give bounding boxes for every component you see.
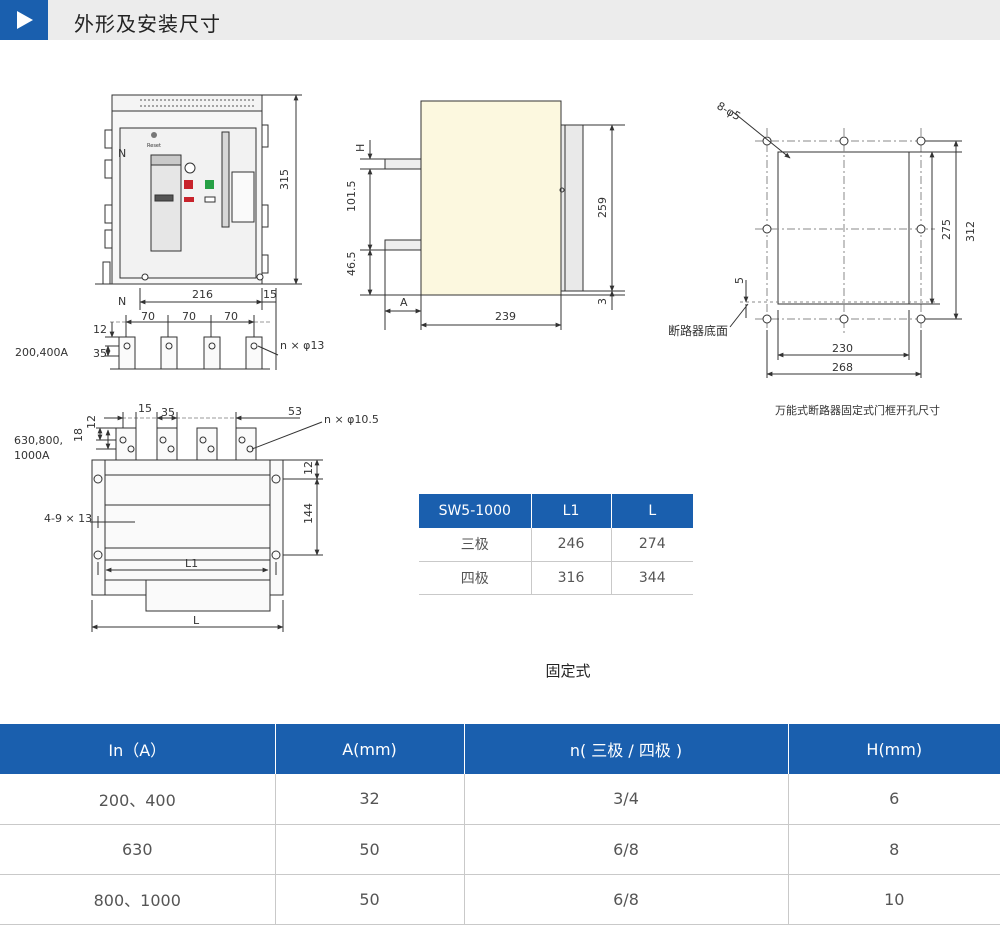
dim-l: L [193,614,200,627]
table-cell: 50 [274,824,464,875]
dim-275: 275 [940,219,953,240]
table-row: 630 50 6/8 8 [0,824,1000,875]
dim-3: 3 [596,298,609,305]
table-cell: 6/8 [463,874,788,925]
dim-12: 12 [93,323,107,336]
page-title: 外形及安装尺寸 [74,12,221,36]
header-marker [0,0,48,40]
table-row: 三极 246 274 [419,528,693,562]
dim-12-right: 12 [302,461,315,475]
fixed-type-caption: 固定式 [545,662,591,680]
section-header: 外形及安装尺寸 [0,0,1000,40]
hole-note-8-5: 8-φ5 [715,99,743,123]
label-reset: Reset [147,143,161,149]
pole-spacing-1: 70 [141,310,155,323]
dim-239: 239 [495,310,516,323]
dim-5: 5 [733,277,746,284]
dim-312: 312 [964,221,977,242]
label-n-bottom: N [118,295,126,308]
dim-15: 15 [263,288,277,301]
table-cell: 630 [0,824,275,875]
table-cell: 6 [787,774,1000,825]
spec-table: In（A） A(mm) n( 三极 / 四极 ) H(mm) 200、400 3… [0,724,1000,925]
table-cell: 8 [787,824,1000,875]
table-cell: 10 [787,874,1000,925]
dim-35-rear: 35 [161,406,175,419]
spec-table-header: H(mm) [787,724,1000,774]
hole-note-10-5: n × φ10.5 [324,413,379,426]
table-cell: 246 [530,528,611,562]
table-cell: 316 [530,561,611,595]
spec-table-header: A(mm) [274,724,464,774]
slot-note: 4-9 × 13 [44,512,92,525]
table-cell: 800、1000 [0,874,275,925]
dim-46-5: 46.5 [345,252,358,277]
table-row: 200、400 32 3/4 6 [0,774,1000,825]
table-cell: 3/4 [463,774,788,825]
dim-216: 216 [192,288,213,301]
front-view [95,94,302,370]
size-table-header: L [610,494,693,528]
pole-spacing-2: 70 [182,310,196,323]
table-cell: 三极 [419,528,531,562]
pole-spacing-3: 70 [224,310,238,323]
table-cell: 274 [610,528,693,562]
dim-101-5: 101.5 [345,181,358,213]
spec-table-header: In（A） [0,724,275,774]
dim-230: 230 [832,342,853,355]
dim-12-rear: 12 [85,415,98,429]
rear-view-labels: 630,800, 1000A 15 35 53 18 12 n × φ10.5 … [14,402,379,627]
table-cell: 344 [610,561,693,595]
table-cell: 50 [274,874,464,925]
dim-a: A [400,296,408,309]
dim-l1: L1 [185,557,198,570]
rating-label-1000: 1000A [14,449,50,462]
side-view [360,100,625,330]
rating-label-200-400: 200,400A [15,346,68,359]
size-table-header: L1 [530,494,611,528]
hole-note-13: n × φ13 [280,339,324,352]
dim-15-rear: 15 [138,402,152,415]
cutout-view [729,111,962,378]
terminal-row-small [105,315,279,370]
dim-h: H [354,144,367,152]
play-arrow-icon [17,11,33,29]
table-row: 800、1000 50 6/8 10 [0,874,1000,925]
dim-315: 315 [278,169,291,190]
side-view-labels: H 101.5 46.5 259 3 A 239 [345,144,609,323]
front-view-labels: N N Reset 315 216 15 [118,143,291,308]
cutout-caption: 万能式断路器固定式门框开孔尺寸 [775,403,940,417]
dim-35: 35 [93,347,107,360]
table-cell: 6/8 [463,824,788,875]
label-n-top: N [118,147,126,160]
rear-view [90,412,323,632]
size-table-header: SW5-1000 [419,494,531,528]
dim-144: 144 [302,503,315,524]
table-cell: 32 [274,774,464,825]
dim-268: 268 [832,361,853,374]
dim-53: 53 [288,405,302,418]
table-cell: 四极 [419,561,531,595]
table-row: 四极 316 344 [419,561,693,595]
spec-table-header: n( 三极 / 四极 ) [463,724,788,774]
dim-259: 259 [596,197,609,218]
rating-label-630: 630,800, [14,434,63,447]
table-cell: 200、400 [0,774,275,825]
dim-18: 18 [72,428,85,442]
size-table: SW5-1000 L1 L 三极 246 274 四极 316 344 [419,494,693,595]
breaker-bottom-label: 断路器底面 [668,323,728,338]
terminal-row-small-labels: 70 70 70 12 35 n × φ13 200,400A [15,310,324,360]
dimension-drawing: N N Reset 315 216 15 70 70 70 [14,94,977,632]
